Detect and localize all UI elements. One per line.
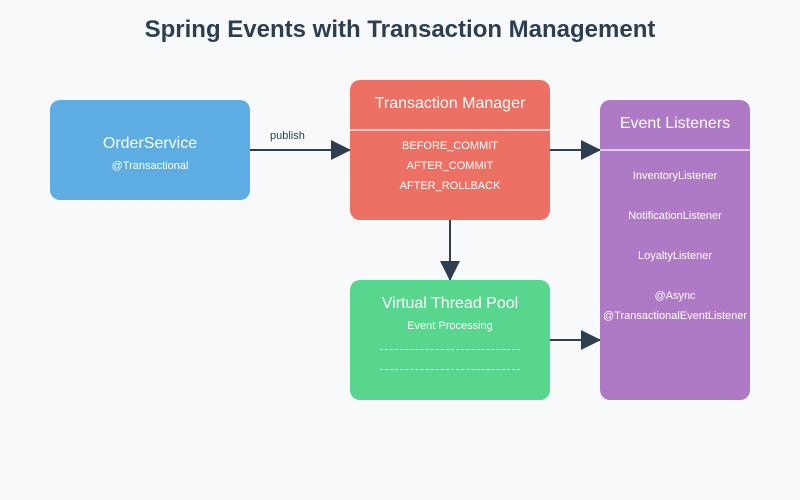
annotation-transactional-event-listener: @TransactionalEventListener [602,310,748,322]
listener-inventory: InventoryListener [632,170,718,182]
transaction-manager-box: Transaction Manager BEFORE_COMMIT AFTER_… [350,80,550,220]
transaction-manager-divider [350,129,550,131]
order-service-name: OrderService [102,135,198,152]
transaction-manager-name: Transaction Manager [374,95,526,112]
phase-after-commit: AFTER_COMMIT [406,160,494,172]
event-listeners-box: Event Listeners InventoryListener Notifi… [600,100,750,400]
publish-label: publish [270,130,305,142]
event-listeners-divider [600,149,750,151]
order-service-box: OrderService @Transactional [50,100,250,200]
diagram-title: Spring Events with Transaction Managemen… [144,16,656,43]
annotation-async: @Async [654,290,696,302]
event-listeners-name: Event Listeners [619,115,731,132]
phase-after-rollback: AFTER_ROLLBACK [399,180,501,192]
phase-before-commit: BEFORE_COMMIT [402,140,498,152]
thread-dash-line [380,369,520,370]
virtual-thread-pool-name: Virtual Thread Pool [381,295,519,312]
virtual-thread-pool-box: Virtual Thread Pool Event Processing [350,280,550,400]
thread-dash-line [380,349,520,350]
virtual-thread-pool-subtitle: Event Processing [407,320,493,332]
listener-notification: NotificationListener [628,210,722,222]
order-service-annotation: @Transactional [111,160,189,172]
listener-loyalty: LoyaltyListener [638,250,712,262]
